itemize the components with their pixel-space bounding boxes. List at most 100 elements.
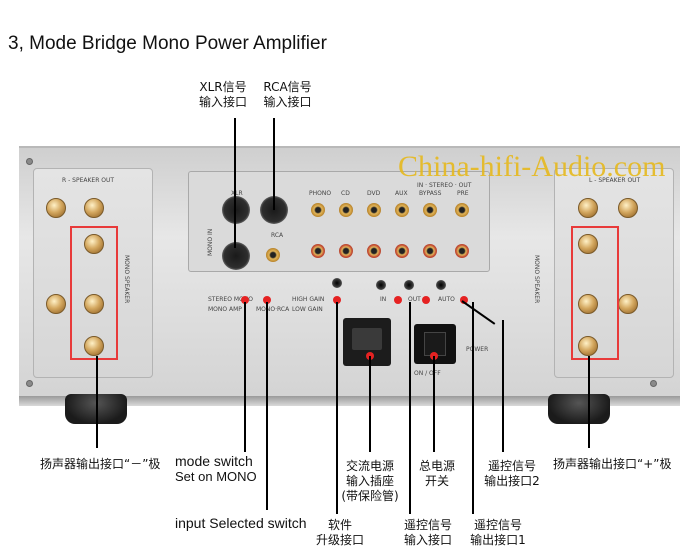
mono-in-caption: MONO IN	[207, 228, 214, 256]
software-port-label-line2: 升级接口	[315, 533, 364, 547]
on-off-caption: ON / OFF	[414, 370, 441, 377]
rca-jack[interactable]	[367, 203, 381, 217]
remote-out1-label-line1: 遥控信号	[473, 518, 522, 532]
ac-inlet-label-line1: 交流电源	[345, 459, 394, 473]
rca-jack[interactable]	[423, 244, 437, 258]
remote-out2-label-line1: 遥控信号	[487, 459, 536, 473]
mode-switch-label-line1: mode switch	[175, 453, 253, 469]
rca-input-label-line2: 输入接口	[263, 95, 312, 109]
remote-out1-jack[interactable]	[404, 280, 414, 290]
binding-post[interactable]	[578, 294, 598, 314]
leader-line	[273, 118, 275, 210]
bypass-caption: BYPASS	[419, 190, 442, 197]
remote-out2-label: 遥控信号 输出接口2	[480, 459, 544, 489]
binding-post[interactable]	[578, 336, 598, 356]
low-gain-caption: LOW GAIN	[292, 306, 323, 313]
xlr-input-label-line1: XLR信号	[199, 80, 247, 94]
binding-post[interactable]	[84, 198, 104, 218]
binding-post[interactable]	[46, 198, 66, 218]
rca-jack[interactable]	[423, 203, 437, 217]
main-power-switch[interactable]	[414, 324, 456, 364]
screw	[26, 380, 33, 387]
software-port-label: 软件 升级接口	[315, 518, 365, 548]
leader-line	[244, 302, 246, 452]
leader-line	[234, 118, 236, 248]
ac-inlet-label-line2: 输入插座	[345, 474, 394, 488]
leader-line	[336, 302, 338, 514]
leader-line	[433, 356, 435, 452]
binding-post[interactable]	[618, 294, 638, 314]
mono-rca-caption: MONO·RCA	[256, 306, 290, 313]
power-switch-label-line1: 总电源	[418, 459, 455, 473]
rca-jack[interactable]	[339, 203, 353, 217]
binding-post[interactable]	[578, 234, 598, 254]
binding-post[interactable]	[84, 234, 104, 254]
rca-jack[interactable]	[311, 203, 325, 217]
cd-caption: CD	[341, 190, 350, 197]
software-port[interactable]	[332, 278, 342, 288]
remote-in-label-line1: 遥控信号	[403, 518, 452, 532]
in-stereo-out-caption: IN · STEREO · OUT	[417, 182, 472, 189]
remote-out2-label-line2: 输出接口2	[484, 474, 540, 488]
xlr-input-label-line2: 输入接口	[198, 95, 247, 109]
input-selected-switch-label: input Selected switch	[175, 515, 307, 531]
leader-line	[472, 302, 474, 514]
screw	[26, 158, 33, 165]
remote-out1-label: 遥控信号 输出接口1	[466, 518, 530, 548]
speaker-minus-label: 扬声器输出接口“－”极	[40, 457, 161, 471]
l-speaker-panel: L - SPEAKER OUT	[554, 168, 674, 378]
power-switch-label: 总电源 开关	[414, 459, 460, 489]
rca-mono-input-jack[interactable]	[266, 248, 280, 262]
leader-line	[369, 356, 371, 452]
aux-caption: AUX	[395, 190, 408, 197]
r-speaker-out-caption: R - SPEAKER OUT	[62, 177, 115, 184]
xlr-input-jack[interactable]	[222, 196, 250, 224]
rca-jack[interactable]	[455, 244, 469, 258]
binding-post[interactable]	[578, 198, 598, 218]
ac-power-socket	[352, 328, 382, 350]
rca-input-label: RCA信号 输入接口	[260, 80, 315, 110]
binding-post[interactable]	[84, 294, 104, 314]
red-highlight-left	[70, 226, 118, 360]
remote-out2-jack[interactable]	[436, 280, 446, 290]
remote-in-jack[interactable]	[376, 280, 386, 290]
out-caption: OUT	[408, 296, 421, 303]
right-foot	[548, 394, 610, 424]
power-switch-label-line2: 开关	[424, 474, 449, 488]
xlr-mono-input-jack[interactable]	[222, 242, 250, 270]
leader-line	[266, 302, 268, 510]
dvd-caption: DVD	[367, 190, 381, 197]
mono-amp-caption: MONO AMP	[208, 306, 242, 313]
rca-jack[interactable]	[455, 203, 469, 217]
phono-caption: PHONO	[309, 190, 332, 197]
ac-inlet-label-line3: (带保险管)	[341, 489, 399, 503]
mono-speaker-caption-left: MONO SPEAKER	[123, 255, 130, 304]
high-gain-caption: HIGH GAIN	[292, 296, 325, 303]
rca-jack[interactable]	[395, 203, 409, 217]
rca-jack[interactable]	[339, 244, 353, 258]
remote-out2-marker	[460, 296, 468, 304]
mode-switch-marker[interactable]	[241, 296, 249, 304]
input-select-switch-marker[interactable]	[263, 296, 271, 304]
remote-in-label: 遥控信号 输入接口	[400, 518, 456, 548]
rca-jack[interactable]	[311, 244, 325, 258]
l-speaker-out-caption: L - SPEAKER OUT	[589, 177, 641, 184]
mode-switch-label: mode switch Set on MONO	[175, 453, 257, 485]
remote-in-label-line2: 输入接口	[403, 533, 452, 547]
rca-input-label-line1: RCA信号	[263, 80, 312, 94]
remote-out1-marker	[422, 296, 430, 304]
pre-caption: PRE	[457, 190, 469, 197]
rca-jack[interactable]	[367, 244, 381, 258]
page-title: 3, Mode Bridge Mono Power Amplifier	[8, 33, 327, 54]
rca-jack[interactable]	[395, 244, 409, 258]
screw	[650, 380, 657, 387]
binding-post[interactable]	[84, 336, 104, 356]
red-highlight-right	[571, 226, 619, 360]
amplifier-base	[19, 396, 680, 406]
binding-post[interactable]	[46, 294, 66, 314]
leader-line	[96, 356, 98, 448]
leader-line	[502, 320, 504, 452]
binding-post[interactable]	[618, 198, 638, 218]
watermark: China-hifi-Audio.com	[398, 150, 666, 183]
leader-line	[409, 302, 411, 514]
